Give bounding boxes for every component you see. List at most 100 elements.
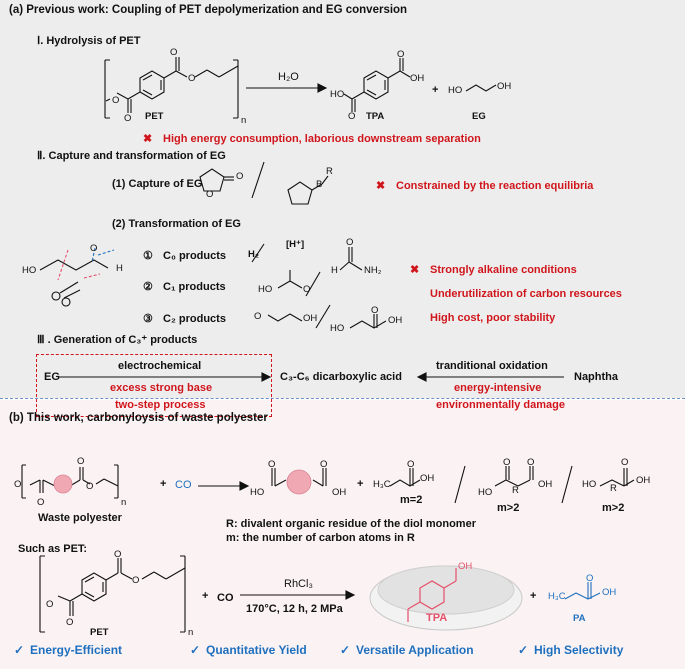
malonic-o-label-2: O bbox=[527, 457, 535, 468]
polyester-o-label-4: O bbox=[86, 481, 94, 492]
diacid-o-label: O bbox=[268, 459, 276, 470]
ester-o-label: O bbox=[112, 95, 120, 106]
section-2-heading: Ⅱ. Capture and transformation of EG bbox=[37, 150, 226, 162]
boronate-ester bbox=[287, 175, 329, 205]
eg-label: EG bbox=[472, 111, 486, 122]
carbonate-o-label-2: O bbox=[206, 189, 214, 200]
waste-polyester-label: Waste polyester bbox=[38, 512, 122, 524]
cost-problem: High cost, poor stability bbox=[430, 312, 556, 324]
m-greater-2-b: m>2 bbox=[602, 502, 625, 514]
eg-h-label: H bbox=[116, 263, 123, 274]
malonic-r-label: R bbox=[512, 485, 519, 496]
tpa-ho-label: HO bbox=[330, 89, 345, 100]
m-equals-2: m=2 bbox=[400, 494, 423, 506]
eg-cleavage-structure bbox=[39, 247, 115, 307]
pet-b-o-label-3: O bbox=[114, 549, 122, 560]
pet-b-o-label: O bbox=[46, 599, 54, 610]
malonic-o-label: O bbox=[503, 457, 511, 468]
tpa-structure-b bbox=[407, 568, 457, 622]
pet-b-o-label-2: O bbox=[66, 617, 74, 628]
such-as-pet: Such as PET: bbox=[18, 543, 88, 555]
boron-r-label: R bbox=[326, 166, 333, 177]
carbonate-o-label: O bbox=[236, 171, 244, 182]
tpa-o-label: O bbox=[348, 111, 356, 122]
diacid-structure bbox=[271, 468, 327, 487]
eg-ho-label-2: HO bbox=[22, 265, 37, 276]
pet-b-label: PET bbox=[90, 627, 109, 638]
alkaline-problem: Strongly alkaline conditions bbox=[430, 264, 577, 276]
panel-divider bbox=[0, 398, 685, 399]
panel-a-title: (a) Previous work: Coupling of PET depol… bbox=[9, 4, 408, 16]
hydroxy-acid-structure bbox=[599, 468, 635, 487]
co-label-2: CO bbox=[217, 592, 234, 604]
pa-oh-label: OH bbox=[602, 587, 617, 598]
hydroxy-r-label: R bbox=[610, 483, 617, 494]
pet-structure-a bbox=[104, 57, 239, 119]
ester-o-label-2: O bbox=[188, 73, 196, 84]
pa-o-label: O bbox=[586, 573, 594, 584]
eg-ho-label: HO bbox=[448, 85, 463, 96]
r-definition: R: divalent organic residue of the diol … bbox=[226, 518, 476, 530]
propionic-o-label: O bbox=[407, 459, 415, 470]
plus-sign-b2: + bbox=[357, 478, 364, 490]
glycolaldehyde-o-label: O bbox=[254, 311, 262, 322]
hydroxy-ho-label: HO bbox=[582, 479, 597, 490]
glycolic-ho-label: HO bbox=[330, 323, 345, 334]
capture-problem: Constrained by the reaction equilibria bbox=[396, 180, 594, 192]
plus-sign-b: + bbox=[160, 478, 167, 490]
water-reagent: H₂O bbox=[278, 71, 299, 83]
cross-icon-3: ✖ bbox=[410, 264, 420, 276]
feature-versatile-application: Versatile Application bbox=[356, 643, 474, 657]
malonic-ho-label: HO bbox=[478, 487, 493, 498]
transform-label: (2) Transformation of EG bbox=[112, 218, 241, 230]
formamide-h-label: H bbox=[331, 265, 338, 276]
pet-b-n-label: n bbox=[188, 627, 194, 638]
glycolic-oh-label: OH bbox=[388, 315, 403, 326]
propionic-acid-structure bbox=[389, 468, 421, 487]
polyester-o-label-3: O bbox=[77, 456, 85, 467]
residue-circle-diacid bbox=[286, 469, 312, 495]
c0-products: C₀ products bbox=[163, 250, 227, 262]
tpa-o-label-2: O bbox=[397, 49, 405, 60]
dicarboxylic-acid-label: C₃-C₆ dicarboxylic acid bbox=[280, 371, 402, 383]
subscript-n: n bbox=[241, 115, 247, 126]
boron-b-label: B bbox=[316, 179, 323, 190]
c1-number: ② bbox=[143, 281, 153, 293]
malonic-type-structure bbox=[494, 466, 534, 487]
tpa-label: TPA bbox=[366, 111, 385, 122]
c0-number: ① bbox=[143, 250, 153, 262]
section-1-heading: Ⅰ. Hydrolysis of PET bbox=[37, 35, 141, 47]
underutilization-problem: Underutilization of carbon resources bbox=[430, 288, 622, 300]
energy-intensive-label: energy-intensive bbox=[454, 382, 542, 394]
eg-structure-a bbox=[465, 84, 497, 92]
eg-oh-label: OH bbox=[497, 81, 512, 92]
check-icon-3: ✓ bbox=[340, 643, 351, 657]
panel-a-background bbox=[0, 0, 685, 398]
excess-base-label: excess strong base bbox=[110, 382, 213, 394]
m-definition: m: the number of carbon atoms in R bbox=[226, 532, 415, 544]
c2-number: ③ bbox=[143, 313, 153, 325]
hydrolysis-problem: High energy consumption, laborious downs… bbox=[163, 133, 481, 145]
check-icon-2: ✓ bbox=[190, 643, 201, 657]
polyester-o-label-2: O bbox=[37, 497, 45, 508]
c0-proton: [H⁺] bbox=[286, 239, 305, 250]
cross-icon-2: ✖ bbox=[376, 180, 386, 192]
feature-quantitative-yield: Quantitative Yield bbox=[206, 643, 307, 657]
tpa-structure-a bbox=[343, 58, 411, 112]
malonic-oh-label: OH bbox=[538, 479, 553, 490]
m-greater-2-a: m>2 bbox=[497, 502, 520, 514]
feature-high-selectivity: High Selectivity bbox=[534, 643, 624, 657]
section-3-heading: Ⅲ . Generation of C₃⁺ products bbox=[37, 334, 198, 346]
eg-start: EG bbox=[44, 371, 60, 383]
c1-products: C₁ products bbox=[163, 281, 226, 293]
pa-label: PA bbox=[573, 613, 586, 624]
pa-structure bbox=[564, 582, 601, 600]
tpa-b-label: TPA bbox=[426, 612, 448, 624]
hydroxy-o-label: O bbox=[621, 457, 629, 468]
capture-label: (1) Capture of EG bbox=[112, 178, 203, 190]
cyclic-carbonate bbox=[199, 168, 234, 192]
diacid-ho-label: HO bbox=[250, 487, 265, 498]
check-icon-4: ✓ bbox=[518, 643, 529, 657]
